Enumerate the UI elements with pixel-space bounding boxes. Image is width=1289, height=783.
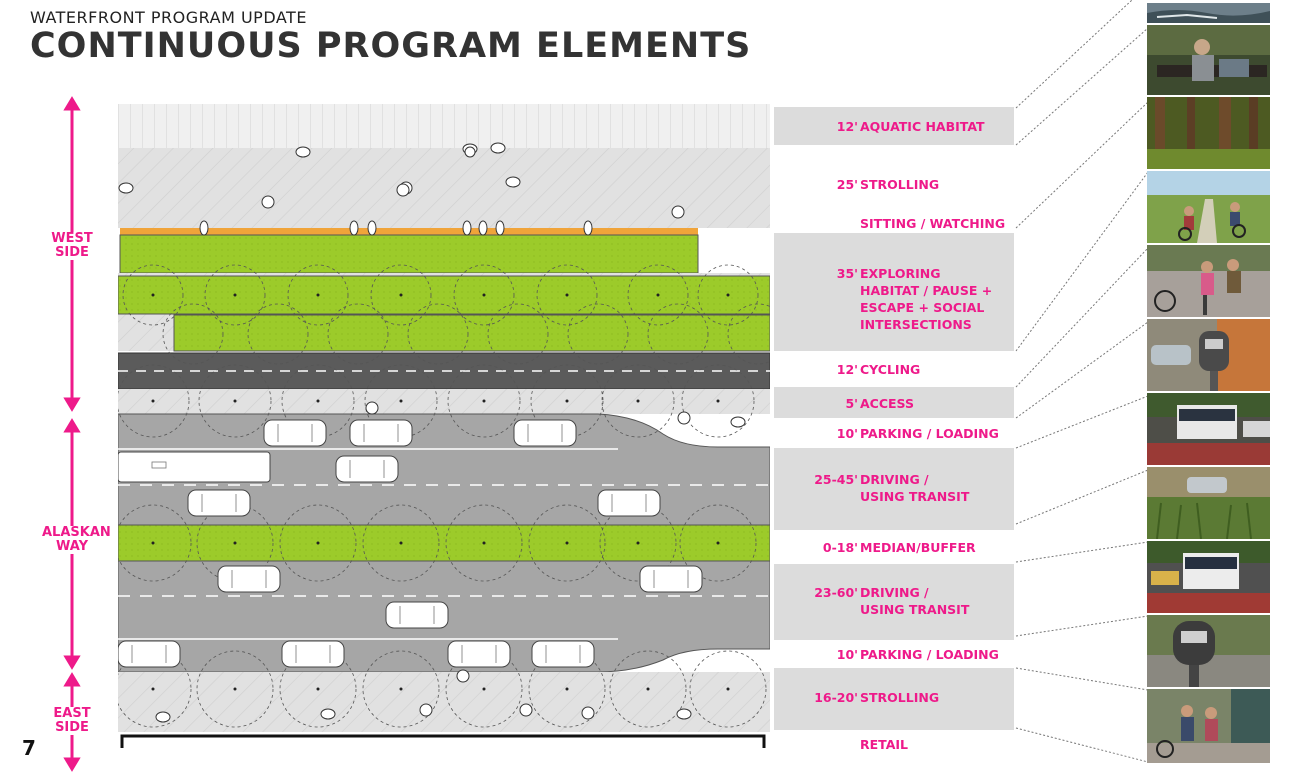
median-buffer <box>118 524 770 562</box>
photo-water <box>1147 3 1270 23</box>
legend-label-sitting: SITTING / WATCHING <box>860 216 1006 231</box>
legend-label-line: EXPLORING <box>860 266 941 281</box>
photo-parking-meter <box>1147 319 1270 391</box>
legend-label: PARKING / LOADING <box>860 426 999 441</box>
legend-width: 25' <box>836 177 858 192</box>
legend-width: 12' <box>836 362 858 377</box>
section-dimension-arrows <box>63 96 81 772</box>
legend-label-line: DRIVING / <box>860 585 929 600</box>
legend-row-median: 0-18' MEDIAN/BUFFER <box>774 530 1014 564</box>
legend-label-line: DRIVING / <box>860 472 929 487</box>
habitat-planting-3 <box>173 314 770 352</box>
photo-bench-sitting <box>1147 25 1270 95</box>
legend-label: CYCLING <box>860 362 921 377</box>
strolling-zone <box>118 148 770 228</box>
legend-label: PARKING / LOADING <box>860 647 999 662</box>
tree-canopies <box>118 264 770 728</box>
legend-row-driving-2: 23-60' DRIVING / USING TRANSIT <box>774 564 1014 640</box>
legend-label: MEDIAN/BUFFER <box>860 540 976 555</box>
legend-row-strolling-east: 16-20' STROLLING <box>774 668 1014 730</box>
aquatic-habitat-zone <box>118 104 770 148</box>
photo-parking-meter-2 <box>1147 615 1270 687</box>
photo-bus-street <box>1147 393 1270 465</box>
legend-row-strolling: 25' STROLLING SITTING / WATCHING <box>774 145 1014 233</box>
photo-forest <box>1147 97 1270 169</box>
legend-width: 35' <box>836 266 858 281</box>
page-number: 7 <box>22 736 36 760</box>
legend-width: 12' <box>836 119 858 134</box>
east-side-label-line1: EAST <box>53 706 91 721</box>
legend-label: DRIVING / USING TRANSIT <box>860 584 969 618</box>
east-side-label-line2: SIDE <box>55 720 89 735</box>
west-side-label-line1: WEST <box>51 231 93 246</box>
alaskan-way-label: ALASKAN WAY <box>42 525 111 554</box>
access-zone <box>118 389 770 414</box>
legend-width: 0-18' <box>822 540 858 555</box>
legend-width: 10' <box>836 426 858 441</box>
east-side-label: EAST SIDE <box>42 707 102 735</box>
bench-edge <box>120 228 698 235</box>
page-subtitle: WATERFRONT PROGRAM UPDATE <box>30 8 307 27</box>
photo-bus-street-2 <box>1147 541 1270 613</box>
retail-frontage-line <box>120 734 766 748</box>
east-side-strolling <box>118 672 770 732</box>
photo-storefront-walk <box>1147 689 1270 763</box>
west-side-label: WEST SIDE <box>42 232 102 260</box>
legend-width: 25-45' <box>814 472 858 487</box>
west-side-label-line2: SIDE <box>55 245 89 260</box>
legend-row-aquatic-habitat: 12' AQUATIC HABITAT <box>774 107 1014 145</box>
legend-row-driving: 25-45' DRIVING / USING TRANSIT <box>774 448 1014 530</box>
legend-label-line: HABITAT / PAUSE + <box>860 283 993 298</box>
habitat-planting-2 <box>118 275 770 315</box>
vehicles <box>118 419 703 668</box>
legend-label-line: USING TRANSIT <box>860 489 970 504</box>
legend-width: 5' <box>845 396 858 411</box>
legend-row-cycling: 12' CYCLING <box>774 351 1014 387</box>
legend-width: 23-60' <box>814 585 858 600</box>
legend-label: RETAIL <box>860 737 909 752</box>
legend-row-access: 5' ACCESS <box>774 387 1014 418</box>
legend-width: 10' <box>836 647 858 662</box>
leader-lines <box>1015 0 1149 763</box>
page-title: CONTINUOUS PROGRAM ELEMENTS <box>30 26 752 66</box>
habitat-planting-1 <box>119 234 699 274</box>
alaskan-way-label-line2: WAY <box>56 539 88 554</box>
legend-label: STROLLING <box>860 690 940 705</box>
legend-label: ACCESS <box>860 396 915 411</box>
legend-label: DRIVING / USING TRANSIT <box>860 471 969 505</box>
photo-cyclists-path <box>1147 171 1270 243</box>
pedestrian-figures <box>118 142 746 723</box>
legend-row-parking-loading: 10' PARKING / LOADING <box>774 418 1014 448</box>
photo-planted-median <box>1147 467 1270 539</box>
legend-label: AQUATIC HABITAT <box>860 119 985 134</box>
legend-label: STROLLING <box>860 177 940 192</box>
legend-label: EXPLORING HABITAT / PAUSE + ESCAPE + SOC… <box>860 265 992 333</box>
legend-label-line: USING TRANSIT <box>860 602 970 617</box>
photo-walkers-sidewalk <box>1147 245 1270 317</box>
legend-row-parking-loading-2: 10' PARKING / LOADING <box>774 640 1014 668</box>
street-plan-drawing <box>118 104 770 748</box>
legend-row-retail: RETAIL <box>774 730 1014 760</box>
legend-label-line: INTERSECTIONS <box>860 317 972 332</box>
legend-label-line: ESCAPE + SOCIAL <box>860 300 985 315</box>
legend-width: 16-20' <box>814 690 858 705</box>
alaskan-way-label-line1: ALASKAN <box>42 525 111 540</box>
legend-row-exploring: 35' EXPLORING HABITAT / PAUSE + ESCAPE +… <box>774 233 1014 351</box>
